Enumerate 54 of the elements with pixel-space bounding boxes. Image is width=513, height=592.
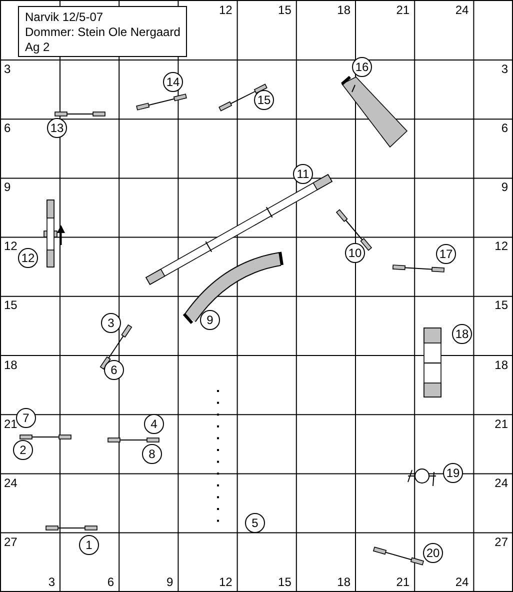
course-info-text: Narvik 12/5-07: [25, 10, 104, 24]
grid-number: 6: [4, 122, 11, 136]
grid-number: 18: [337, 4, 350, 17]
grid-number: 24: [455, 576, 469, 589]
grid-number: 18: [4, 358, 18, 372]
grid-number: 12: [218, 576, 232, 589]
grid-number: 24: [455, 4, 469, 17]
grid-number: 15: [278, 4, 292, 17]
number-circle: 7: [16, 408, 36, 428]
grid-number: 6: [501, 122, 508, 136]
grid-number: 24: [4, 476, 18, 490]
grid-number: 3: [48, 576, 55, 589]
grid-number: 12: [218, 4, 232, 17]
grid-number: 27: [494, 536, 508, 549]
grid-number: 15: [278, 576, 292, 589]
number-circle: 18: [452, 324, 472, 344]
number-circle: 20: [423, 543, 443, 563]
number-circle: 16: [352, 57, 372, 77]
grid-number: 9: [166, 576, 174, 589]
number-circle: 12: [18, 248, 38, 268]
number-circle: 1: [79, 535, 99, 555]
number-circle: 9: [200, 310, 220, 330]
number-circle: 3: [101, 313, 121, 333]
grid-number: 15: [494, 299, 508, 312]
number-circle: 14: [163, 72, 183, 92]
grid-number: 18: [337, 576, 350, 589]
grid-number: 9: [501, 181, 508, 194]
number-circle: 15: [254, 90, 274, 110]
number-circle: 4: [144, 414, 164, 434]
grid-number: 24: [494, 476, 508, 490]
number-circle: 8: [142, 444, 162, 464]
number-circle: 5: [245, 513, 265, 533]
grid-number: 27: [4, 536, 18, 549]
grid-number: 21: [396, 4, 410, 17]
grid-number: 15: [4, 299, 18, 312]
number-circle: 19: [443, 463, 463, 483]
grid-number: 3: [4, 63, 11, 76]
course-info-text: Dommer: Stein Ole Nergaard: [25, 25, 180, 39]
grid-number: 21: [494, 418, 508, 431]
number-circle: 2: [13, 440, 33, 460]
number-circle: 10: [345, 243, 365, 263]
grid-number: 9: [4, 181, 11, 194]
number-circle: 11: [293, 164, 313, 184]
grid-number: 6: [107, 576, 114, 589]
grid-number: 18: [494, 358, 508, 372]
grid-number: 3: [501, 63, 508, 76]
grid-number: 12: [494, 240, 508, 254]
grid-number: 21: [4, 418, 18, 431]
number-circle: 6: [104, 360, 124, 380]
grid-number: 21: [396, 576, 410, 589]
number-circle: 17: [436, 244, 456, 264]
grid-number: 12: [4, 240, 18, 254]
course-info-text: Ag 2: [25, 40, 50, 54]
number-circle: 13: [47, 118, 67, 138]
